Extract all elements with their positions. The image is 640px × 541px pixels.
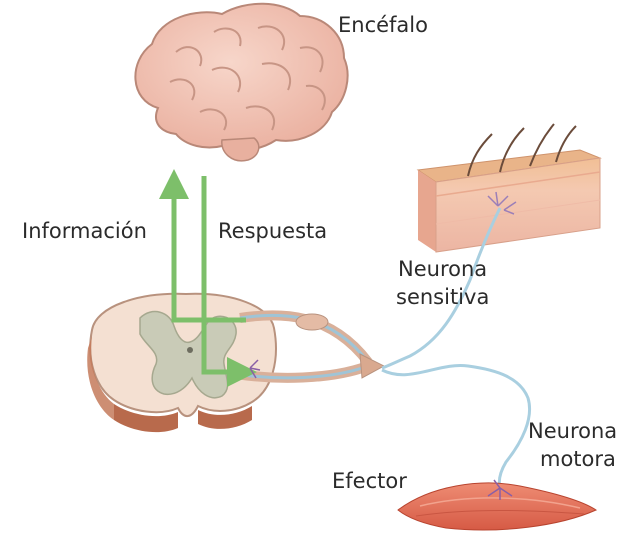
cerebellum xyxy=(222,138,259,161)
skin-front xyxy=(418,170,436,252)
dorsal-root-ganglion xyxy=(296,314,328,330)
sensory-neuron-label-line1: Neurona xyxy=(398,256,487,282)
spinal-nerve xyxy=(360,354,384,378)
motor-neuron-label-line1: Neurona xyxy=(528,418,617,444)
effector-muscle xyxy=(398,480,596,530)
response-label: Respuesta xyxy=(218,218,327,244)
brain-label: Encéfalo xyxy=(338,12,428,38)
effector-label: Efector xyxy=(332,468,407,494)
brain-shape xyxy=(135,4,347,150)
sensory-neuron-label-line2: sensitiva xyxy=(396,284,489,310)
central-canal xyxy=(187,347,193,353)
motor-neuron-label-line2: motora xyxy=(540,446,616,472)
information-label: Información xyxy=(22,218,147,244)
skin-block xyxy=(418,124,600,252)
brain-illustration xyxy=(135,4,347,161)
